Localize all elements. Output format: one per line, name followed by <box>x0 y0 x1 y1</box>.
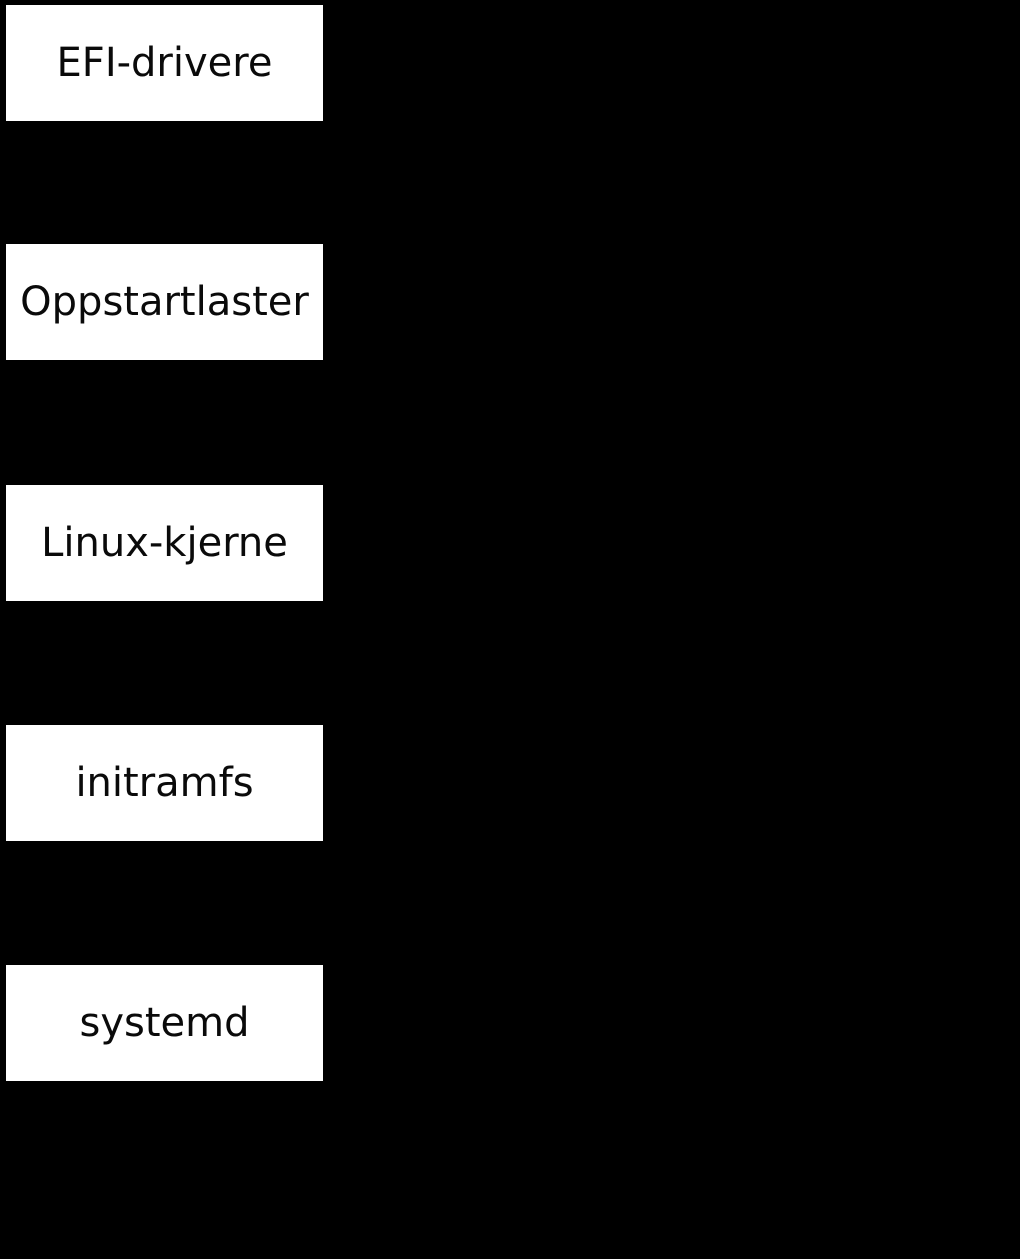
node-label: initramfs <box>75 760 254 806</box>
diagram-node-linux-kjerne[interactable]: Linux-kjerne <box>6 485 323 601</box>
node-label: systemd <box>79 1000 250 1046</box>
diagram-node-oppstartlaster[interactable]: Oppstartlaster <box>6 244 323 360</box>
node-label: Oppstartlaster <box>20 279 309 325</box>
diagram-node-systemd[interactable]: systemd <box>6 965 323 1081</box>
node-label: EFI-drivere <box>56 40 273 86</box>
node-label: Linux-kjerne <box>41 520 288 566</box>
diagram-node-efi-drivere[interactable]: EFI-drivere <box>6 5 323 121</box>
diagram-node-initramfs[interactable]: initramfs <box>6 725 323 841</box>
